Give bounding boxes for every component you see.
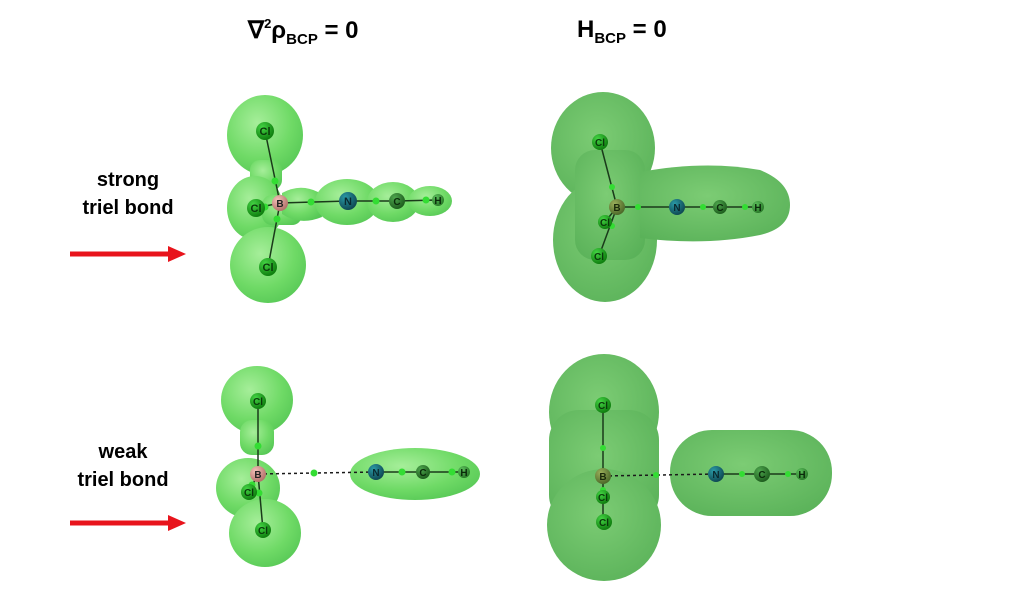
atom-label: Cl [251,203,262,215]
atom-n-4: N [708,466,724,482]
atom-cl-bottom-2: Cl [591,248,607,264]
atom-h-4: H [796,468,808,481]
triel-bond-path-weak-laplacian [257,471,377,475]
atom-label: C [758,470,765,481]
atom-cl-top-2: Cl [592,134,608,150]
atom-c-4: C [754,466,770,482]
atom-b-4: B [595,468,611,484]
atom-label: N [344,196,352,208]
header-energy: HBCP = 0 [577,16,667,47]
atom-label: Cl [599,518,609,529]
atom-b-3: B [250,466,266,482]
panel-weak-energy: Cl Cl Cl B N C H [547,354,832,581]
atom-label: Cl [244,488,254,499]
atom-cl-left-3: Cl [241,484,257,500]
atom-n-1: N [339,192,357,210]
atom-label: N [712,470,719,481]
rho-symbol: ρ [271,17,287,44]
atom-label: Cl [598,401,608,412]
atom-b-1: B [272,195,288,211]
atom-label: H [434,196,441,207]
atom-label: C [419,468,426,479]
atom-cl-left-4: Cl [596,490,610,504]
atom-cl-bottom-4: Cl [596,514,612,530]
atom-label: Cl [598,493,608,504]
atom-c-3: C [416,465,430,479]
atom-n-2: N [669,199,685,215]
atom-label: B [599,472,606,483]
row-label-weak-line1: weak [98,441,148,463]
header-energy-sub: BCP [594,30,627,47]
atom-h-3: H [458,466,470,479]
atom-label: Cl [600,218,610,229]
atom-c-1: C [389,193,405,209]
panel-strong-laplacian: Cl Cl Cl B N C H [227,95,452,303]
row-label-weak: weak triel bond [33,438,213,494]
atom-n-3: N [368,464,384,480]
atom-label: Cl [260,126,271,138]
nabla-symbol: ∇ [248,17,265,44]
panel-weak-laplacian: Cl Cl Cl B N C H [216,366,480,567]
atom-label: Cl [258,526,268,537]
row-label-weak-line2: triel bond [77,469,169,491]
surface-strong-energy [551,92,790,302]
atom-label: B [276,199,283,210]
header-laplacian-sub: BCP [286,31,318,48]
arrow-weak [70,515,186,531]
header-laplacian: ∇2ρBCP = 0 [248,16,359,48]
row-label-strong-line1: strong [96,169,160,191]
atom-label: H [798,470,805,481]
atom-label: B [254,470,261,481]
atom-label: Cl [594,252,604,263]
bcp-points-strong-energy [609,184,748,229]
atom-label: Cl [253,397,263,408]
atom-cl-bottom-3: Cl [255,522,271,538]
atom-cl-top-4: Cl [595,397,611,413]
atom-b-2: B [609,199,625,215]
arrow-strong [70,246,186,262]
atom-label: Cl [595,138,605,149]
atom-label: C [393,197,400,208]
atom-label: H [754,203,761,214]
atom-label: N [372,468,379,479]
header-energy-rest: = 0 [626,16,667,43]
atom-label: H [460,468,467,479]
atom-cl-left-1: Cl [247,199,265,217]
atom-cl-left-2: Cl [598,215,612,229]
atom-label: Cl [263,262,274,274]
atom-h-1: H [432,194,444,207]
header-laplacian-rest: = 0 [317,17,359,44]
atom-label: B [613,203,620,214]
atom-cl-bottom-1: Cl [259,258,277,276]
atom-label: C [716,203,723,214]
triel-bond-path-weak-energy [602,473,717,477]
header-laplacian-sup: 2 [264,16,272,31]
surface-weak-energy [547,354,832,581]
atom-cl-top-3: Cl [250,393,266,409]
header-energy-main: H [577,16,595,43]
atom-cl-top-1: Cl [256,122,274,140]
atom-c-2: C [713,200,727,214]
row-label-strong-line2: triel bond [82,197,174,219]
atom-h-2: H [752,201,764,214]
atom-label: N [673,203,680,214]
bcp-points-weak-energy [600,445,791,493]
row-label-strong: strong triel bond [38,166,218,222]
panel-strong-energy: Cl Cl Cl B N C H [551,92,790,302]
